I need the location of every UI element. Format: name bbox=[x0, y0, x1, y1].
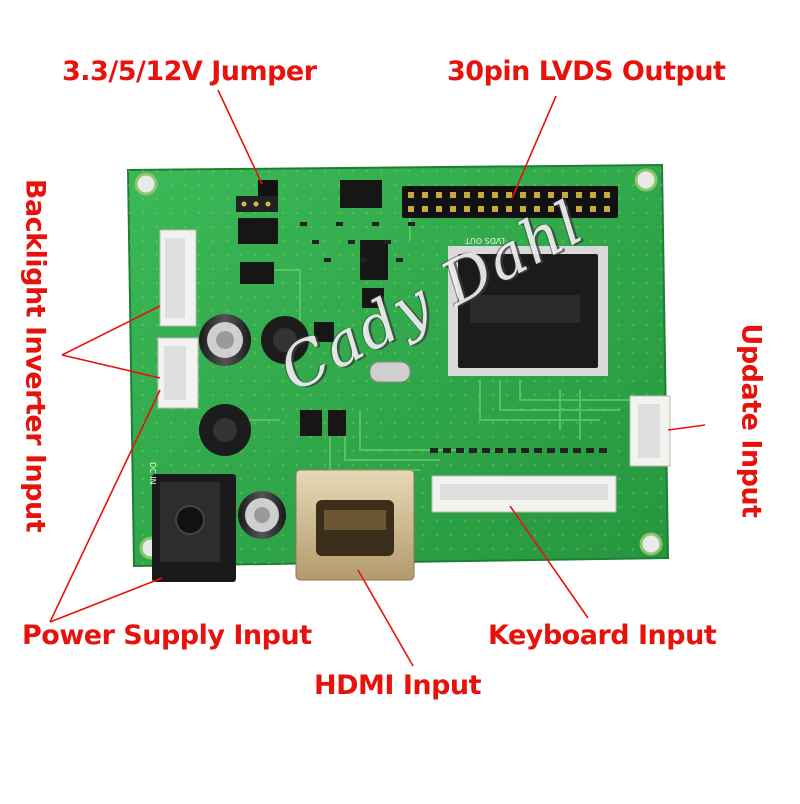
smd-part bbox=[573, 448, 581, 453]
smd-part bbox=[534, 448, 542, 453]
smd-part bbox=[495, 448, 503, 453]
smd-part bbox=[312, 240, 319, 244]
header-pin bbox=[520, 206, 526, 212]
leader-lines bbox=[49, 89, 706, 667]
header-pin bbox=[548, 192, 554, 198]
header-pin bbox=[562, 192, 568, 198]
header-pin bbox=[422, 206, 428, 212]
smd-part bbox=[508, 448, 516, 453]
smd-part bbox=[348, 240, 355, 244]
header-pin bbox=[408, 206, 414, 212]
header-pin bbox=[590, 206, 596, 212]
smd-components bbox=[300, 222, 607, 453]
smd-part bbox=[384, 240, 391, 244]
smd-part bbox=[396, 258, 403, 262]
smd-part bbox=[336, 222, 343, 226]
header-pin bbox=[548, 206, 554, 212]
label-keyboard-input: Keyboard Input bbox=[488, 620, 717, 651]
label-update-input: Update Input bbox=[735, 323, 767, 518]
small-ics bbox=[238, 180, 388, 436]
header-pin bbox=[436, 206, 442, 212]
label-backlight-input: Backlight Inverter Input bbox=[19, 178, 51, 533]
update-connector bbox=[629, 395, 671, 467]
label-power-supply: Power Supply Input bbox=[22, 620, 312, 651]
backlight-connectors bbox=[157, 229, 199, 409]
header-pin bbox=[604, 206, 610, 212]
smd-part bbox=[430, 448, 438, 453]
power-jack bbox=[152, 474, 236, 582]
lvds-header bbox=[402, 186, 618, 218]
header-pin bbox=[562, 206, 568, 212]
header-pin bbox=[436, 192, 442, 198]
lvds-silkscreen: LVDS OUT bbox=[465, 236, 505, 245]
label-hdmi-input: HDMI Input bbox=[314, 670, 482, 701]
header-pin bbox=[520, 192, 526, 198]
label-jumper: 3.3/5/12V Jumper bbox=[62, 56, 317, 87]
smd-part bbox=[469, 448, 477, 453]
header-pin bbox=[464, 192, 470, 198]
crystal bbox=[369, 361, 411, 383]
header-pin bbox=[506, 192, 512, 198]
label-lvds-output: 30pin LVDS Output bbox=[447, 56, 726, 87]
header-pin bbox=[450, 192, 456, 198]
smd-part bbox=[443, 448, 451, 453]
header-pin bbox=[506, 206, 512, 212]
header-pin bbox=[534, 192, 540, 198]
voltage-jumper bbox=[236, 180, 278, 212]
capacitors bbox=[199, 314, 309, 539]
header-pin bbox=[422, 192, 428, 198]
header-pin bbox=[450, 206, 456, 212]
smd-part bbox=[360, 258, 367, 262]
main-chip bbox=[448, 246, 608, 376]
smd-part bbox=[372, 222, 379, 226]
keyboard-connector bbox=[431, 475, 617, 513]
header-pin bbox=[478, 192, 484, 198]
smd-part bbox=[560, 448, 568, 453]
header-pin bbox=[408, 192, 414, 198]
smd-part bbox=[586, 448, 594, 453]
hdmi-port bbox=[295, 469, 415, 581]
smd-part bbox=[300, 222, 307, 226]
smd-part bbox=[599, 448, 607, 453]
smd-part bbox=[547, 448, 555, 453]
header-pin bbox=[478, 206, 484, 212]
header-pin bbox=[604, 192, 610, 198]
smd-part bbox=[482, 448, 490, 453]
header-pin bbox=[492, 192, 498, 198]
header-pin bbox=[492, 206, 498, 212]
smd-part bbox=[324, 258, 331, 262]
header-pin bbox=[464, 206, 470, 212]
smd-part bbox=[521, 448, 529, 453]
smd-part bbox=[456, 448, 464, 453]
header-pin bbox=[576, 192, 582, 198]
header-pin bbox=[590, 192, 596, 198]
smd-part bbox=[408, 222, 415, 226]
header-pin bbox=[576, 206, 582, 212]
dcin-silkscreen: DC IN bbox=[148, 462, 157, 485]
header-pin bbox=[534, 206, 540, 212]
